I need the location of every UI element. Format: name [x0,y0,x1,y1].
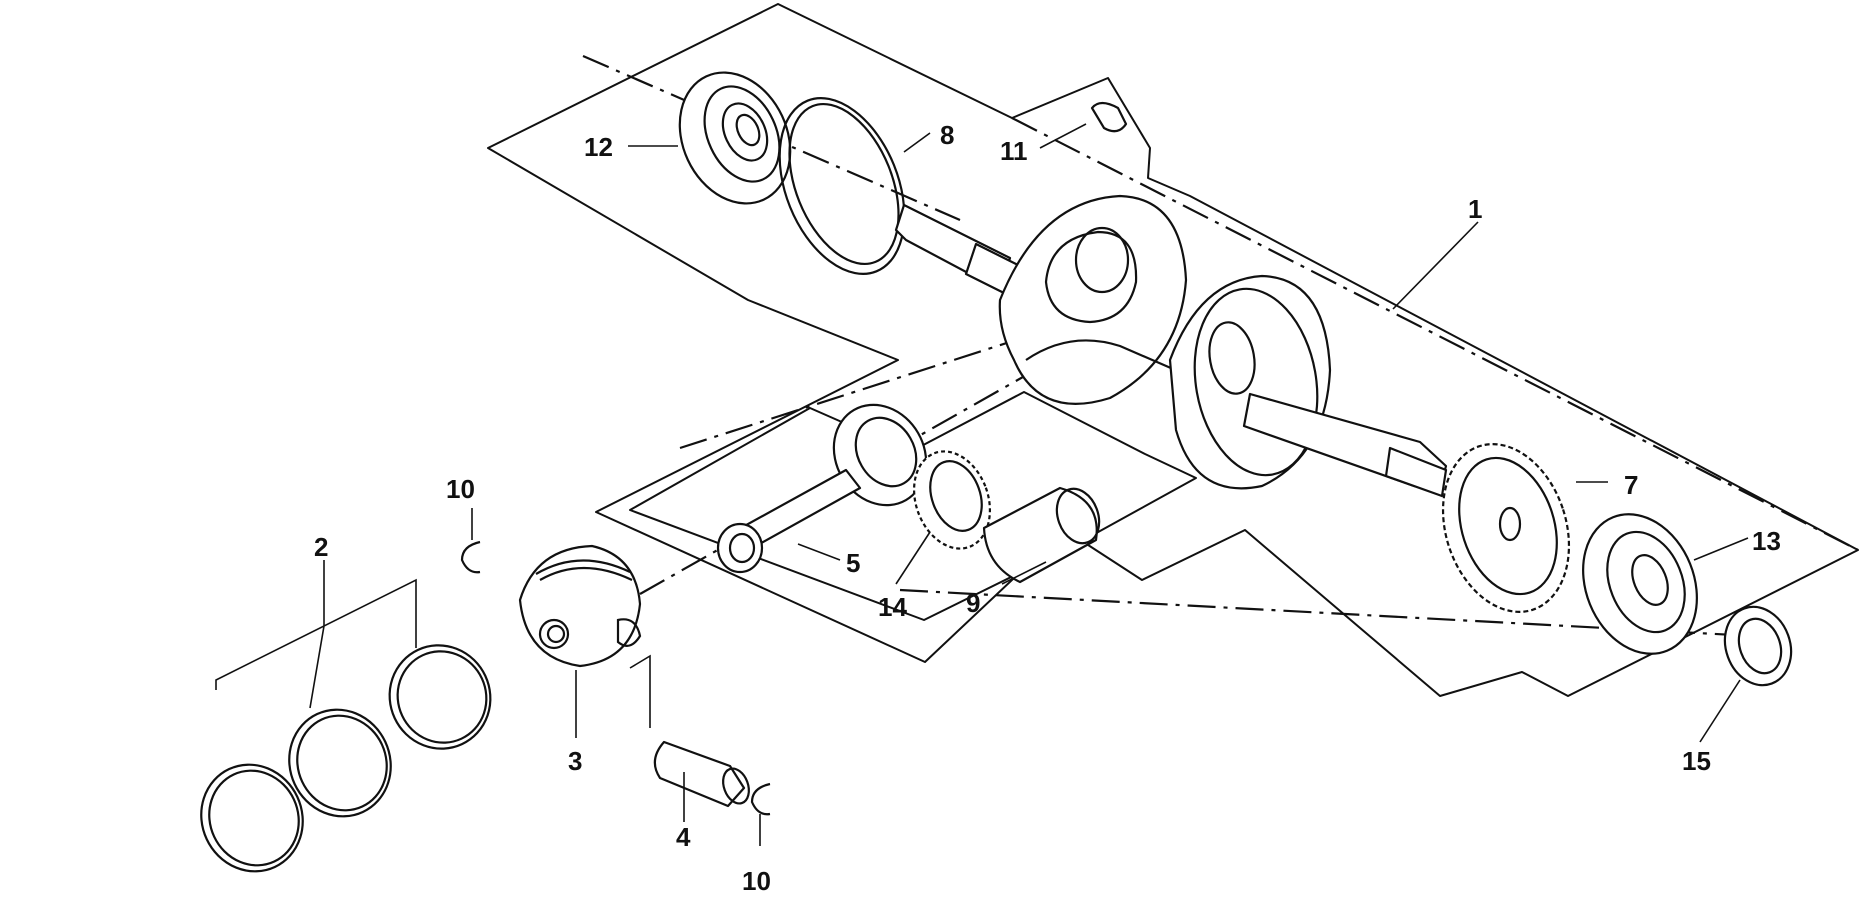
axis-line-lower [679,338,1017,450]
part-circlip-lower [750,782,771,816]
callout-12: 12 [584,132,613,162]
callout-10-lower: 10 [742,866,771,896]
part-circlip-upper [460,540,481,574]
callout-15: 15 [1682,746,1711,776]
callout-5: 5 [846,548,860,578]
callout-1: 1 [1468,194,1482,224]
callout-2: 2 [314,532,328,562]
part-oil-seal [1723,605,1793,687]
part-woodruff-key [1090,101,1128,133]
part-left-bearing [678,71,792,205]
callout-10-upper: 10 [446,474,475,504]
part-piston-rings [200,644,492,873]
callout-9: 9 [966,588,980,618]
leader-line-9 [1001,561,1047,585]
part-right-bearing [1582,513,1698,655]
part-connecting-rod [716,403,928,574]
leader-line-11 [1039,123,1087,149]
assembly-outline [487,3,1859,697]
leader-line-15 [1699,679,1741,743]
leader-line-5 [797,543,841,561]
leader-line-14 [895,531,931,585]
part-piston [518,544,642,668]
part-shim-ring [778,97,906,275]
callout-7: 7 [1624,470,1638,500]
leader-line-1 [1392,221,1479,310]
leader-line-piston-pin-bracket [629,654,651,728]
part-piston-pin [653,740,750,808]
part-crank-pin [982,486,1101,584]
part-needle-bearing [912,450,992,550]
part-crankshaft [894,194,1448,498]
callout-3: 3 [568,746,582,776]
callout-13: 13 [1752,526,1781,556]
leader-line-8 [903,132,931,153]
axis-line-main [1011,117,1859,551]
callout-8: 8 [940,120,954,150]
leader-line-13 [1693,537,1749,561]
leader-line-2-bracket [215,578,417,709]
part-drive-gear [1441,443,1571,613]
callout-14: 14 [878,592,907,622]
callout-4: 4 [676,822,691,852]
callout-11: 11 [1000,136,1028,166]
